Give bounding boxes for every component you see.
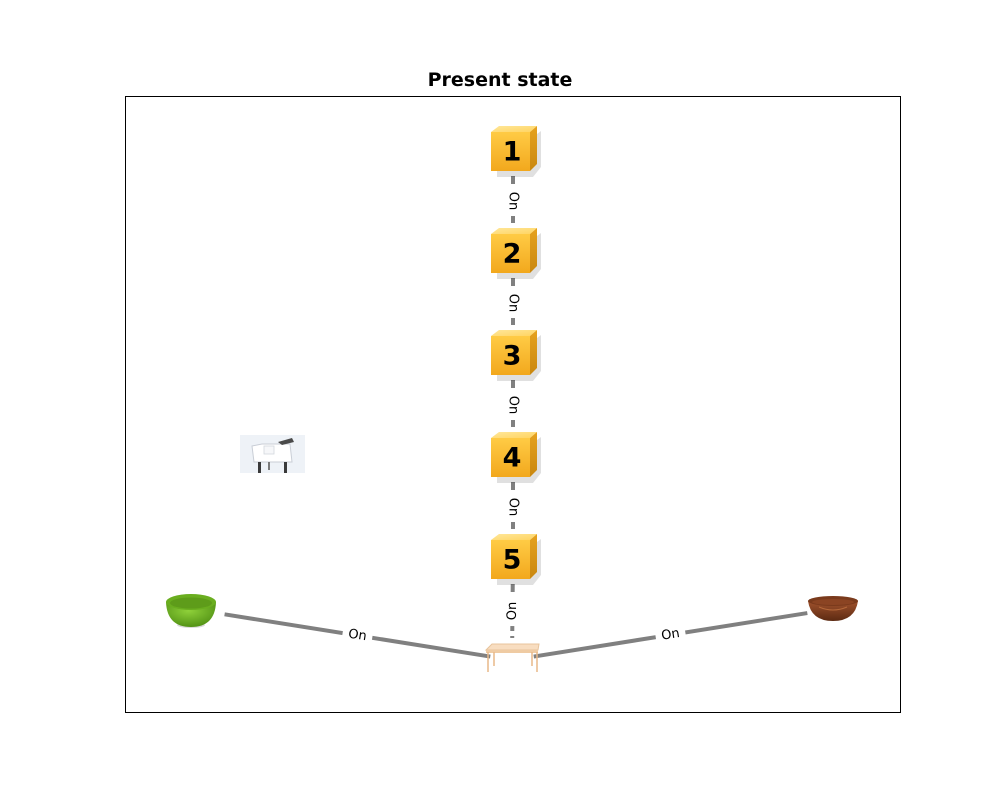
robot-gripper-icon (240, 435, 305, 473)
plot-frame (125, 96, 901, 713)
diagram-title: Present state (427, 69, 573, 91)
table-icon (484, 643, 540, 672)
block-number: 1 (503, 137, 522, 168)
edge-label: On (505, 602, 520, 621)
block-number: 4 (503, 443, 522, 474)
edge-label: On (347, 627, 368, 645)
wooden-bowl-icon (808, 596, 858, 621)
edge-block-3-block-4: On (505, 380, 521, 430)
edge-block-5-table: On (504, 583, 521, 639)
edge-block-1-block-2: On (505, 176, 521, 226)
edge-label: On (506, 192, 521, 210)
edge-label: On (506, 294, 521, 312)
edge-label: On (506, 396, 521, 414)
block-number: 2 (503, 239, 522, 270)
green-bowl-icon (166, 594, 216, 628)
block-1: 1 (491, 126, 541, 177)
edge-wooden-bowl-table: On (533, 611, 808, 659)
edge-label: On (506, 498, 521, 516)
edge-block-2-block-3: On (505, 278, 521, 328)
edge-block-4-block-5: On (505, 482, 521, 532)
edge-green-bowl-table: On (224, 612, 491, 659)
block-number: 3 (503, 341, 522, 372)
block-4: 4 (491, 432, 541, 483)
block-3: 3 (491, 330, 541, 381)
edge-label: On (660, 626, 681, 644)
block-2: 2 (491, 228, 541, 279)
block-number: 5 (503, 545, 522, 576)
block-5: 5 (491, 534, 541, 585)
